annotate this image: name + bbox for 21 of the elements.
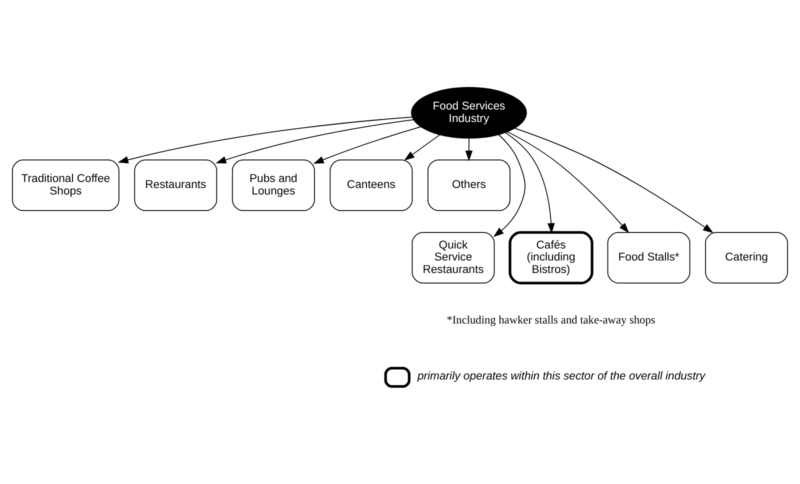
node-box: Canteens bbox=[330, 160, 413, 212]
node-box: Food Stalls* bbox=[607, 232, 690, 284]
arrow bbox=[313, 126, 422, 164]
legend-label: primarily operates within this sector of the overall industry bbox=[417, 370, 706, 382]
arrow bbox=[493, 134, 526, 238]
node-ellipse: Food Services Industry bbox=[411, 87, 527, 139]
arrow bbox=[404, 134, 440, 161]
arrow bbox=[505, 132, 555, 234]
node-box: Catering bbox=[705, 232, 788, 284]
node-box: Quick Service Restaurants bbox=[412, 232, 495, 284]
node-box: Pubs and Lounges bbox=[232, 160, 315, 212]
arrow bbox=[465, 138, 473, 162]
node-box: Cafés (including Bistros) bbox=[508, 231, 594, 284]
arrow bbox=[216, 119, 414, 164]
node-box: Traditional Coffee Shops bbox=[12, 160, 120, 212]
node-box: Others bbox=[428, 160, 510, 212]
node-box: Restaurants bbox=[134, 160, 218, 212]
label: *Including hawker stalls and take-away shops bbox=[446, 314, 656, 327]
arrow bbox=[507, 131, 630, 234]
arrow bbox=[514, 128, 714, 234]
arrow bbox=[118, 116, 413, 164]
